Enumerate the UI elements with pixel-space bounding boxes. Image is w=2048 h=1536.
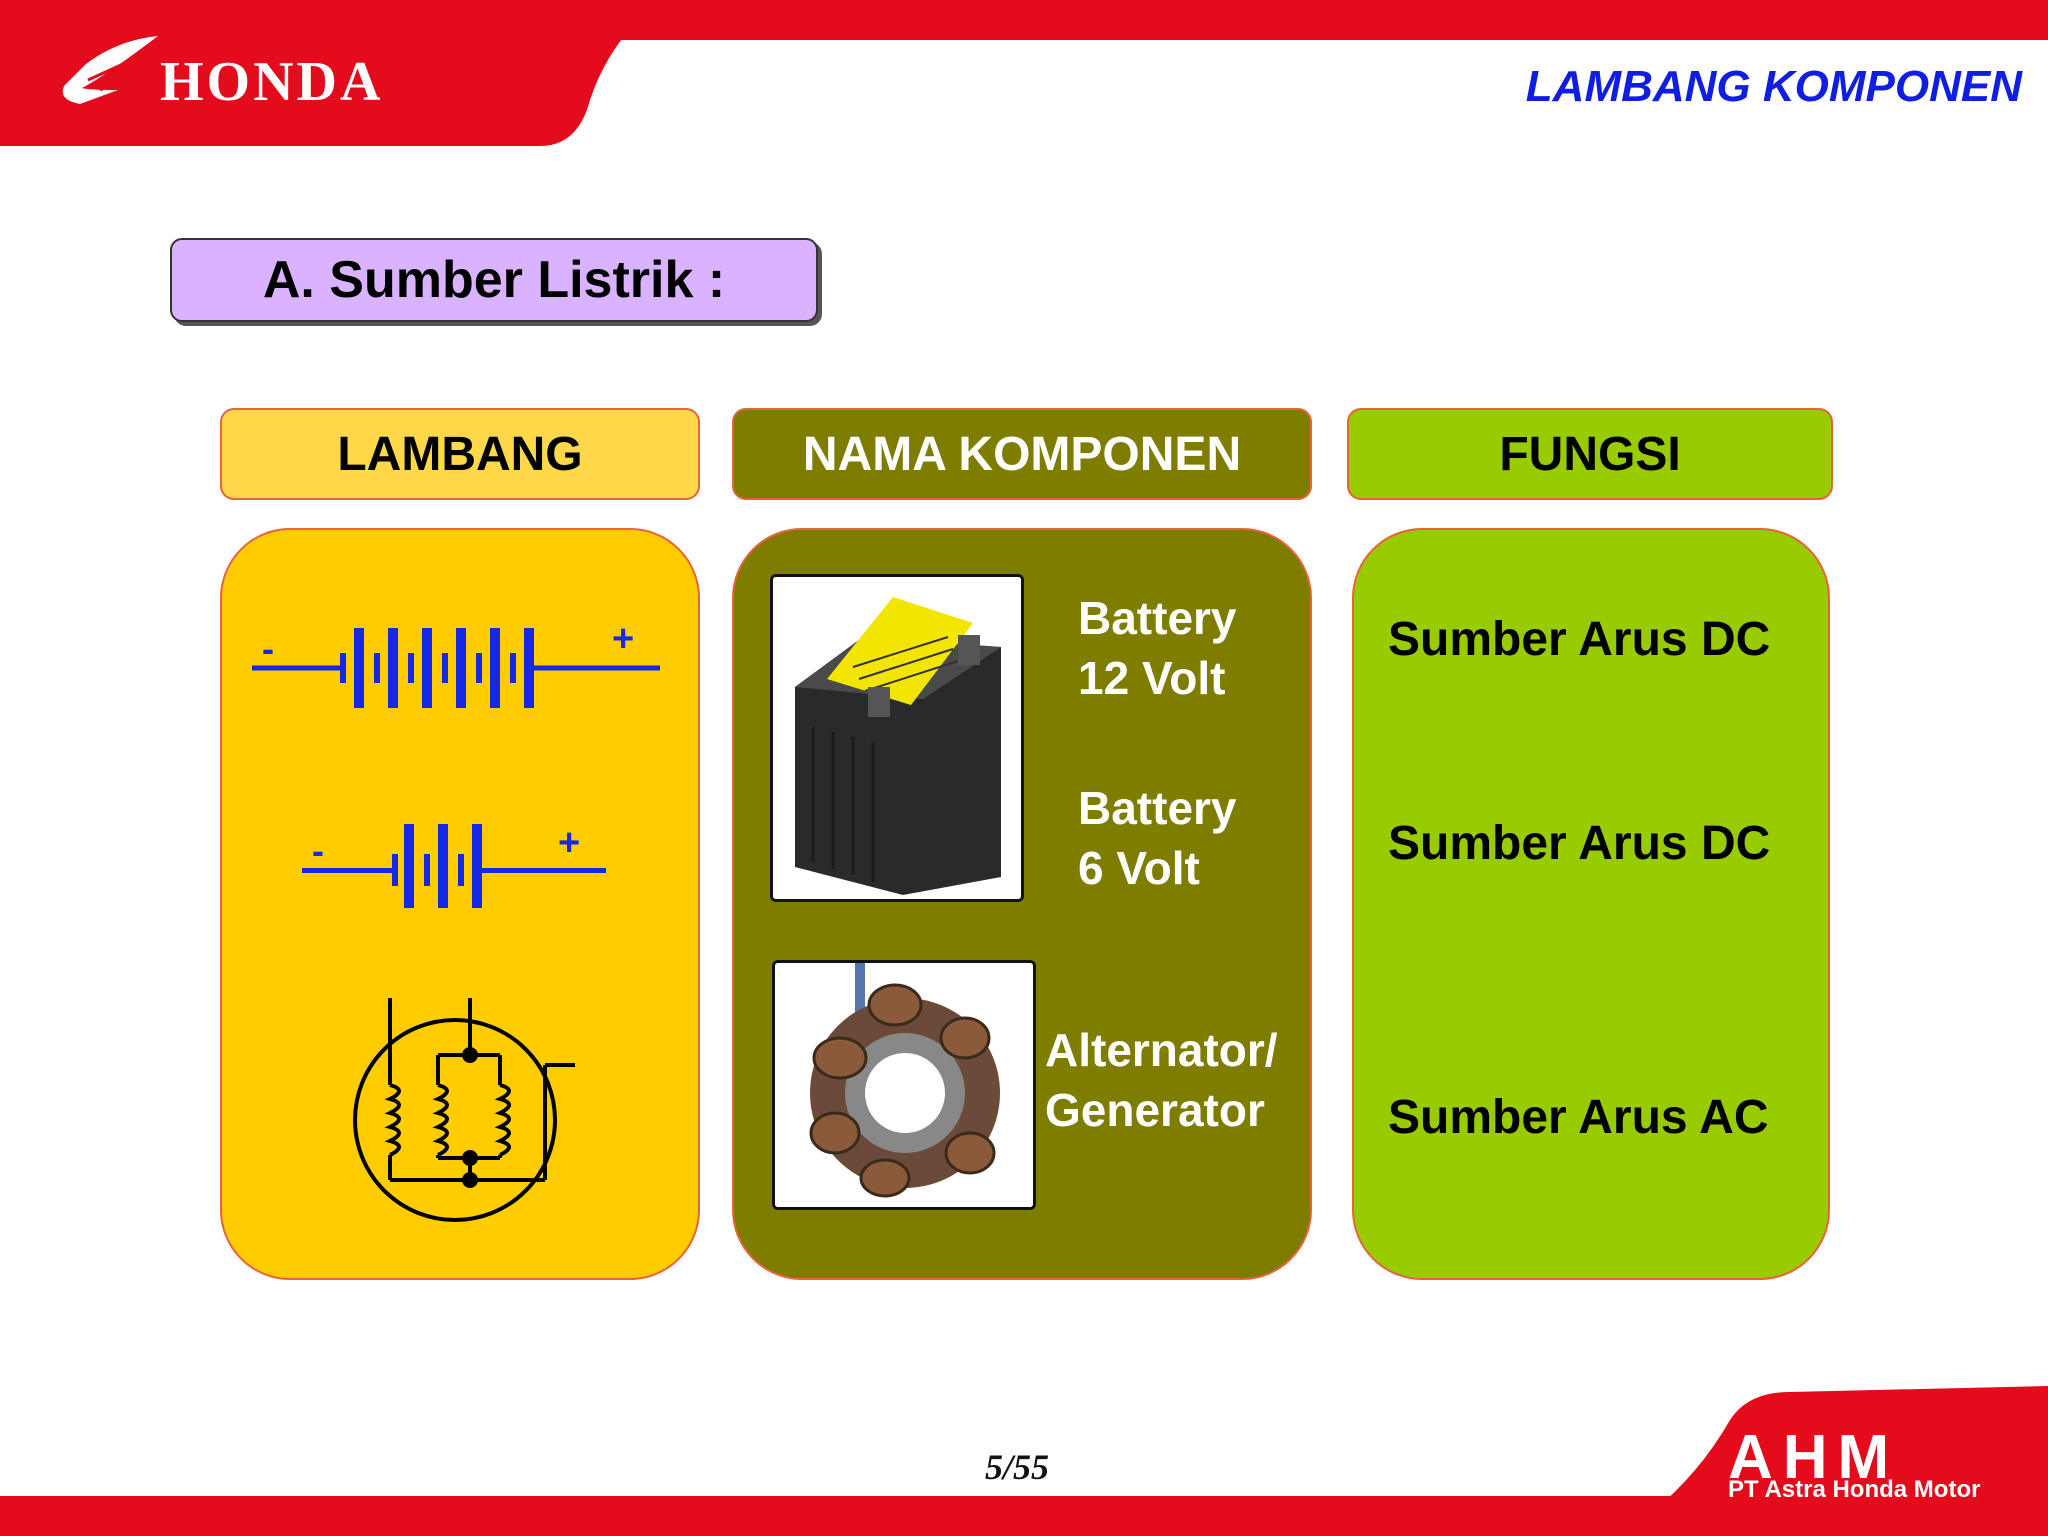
component-name-line: 12 Volt — [1078, 652, 1226, 704]
component-name-alternator: Alternator/ Generator — [1045, 1020, 1278, 1140]
fungsi-battery-6v: Sumber Arus DC — [1388, 817, 1771, 870]
battery-12v-symbol — [252, 628, 660, 708]
page-number: 5/55 — [985, 1447, 1050, 1487]
section-title: A. Sumber Listrik : — [170, 238, 818, 322]
header-banner — [0, 0, 2048, 146]
ahm-logo: AHM — [1728, 1423, 1900, 1492]
company-name: PT Astra Honda Motor — [1728, 1476, 1981, 1503]
battery-photo — [770, 574, 1024, 902]
minus-sign: - — [262, 628, 274, 669]
component-name-line: Alternator/ — [1045, 1024, 1278, 1076]
fungsi-column — [1352, 528, 1830, 1280]
component-name-line: Generator — [1045, 1084, 1265, 1136]
footer-banner — [0, 1386, 2048, 1536]
column-header-fungsi: FUNGSI — [1347, 408, 1833, 500]
alternator-image — [775, 963, 1033, 1207]
component-name-line: 6 Volt — [1078, 842, 1200, 894]
plus-sign: + — [558, 822, 581, 864]
honda-logo-text: HONDA — [160, 51, 384, 113]
alternator-symbol — [353, 998, 575, 1222]
fungsi-battery-12v: Sumber Arus DC — [1388, 613, 1771, 666]
fungsi-alternator: Sumber Arus AC — [1388, 1091, 1769, 1144]
component-name-battery-12v: Battery 12 Volt — [1078, 588, 1237, 708]
component-name-line: Battery — [1078, 782, 1237, 834]
component-name-line: Battery — [1078, 592, 1237, 644]
alternator-photo — [772, 960, 1036, 1210]
minus-sign: - — [312, 830, 324, 871]
battery-6v-symbol — [302, 824, 606, 908]
battery-image — [773, 577, 1021, 899]
plus-sign: + — [612, 618, 635, 660]
column-header-nama-komponen: NAMA KOMPONEN — [732, 408, 1312, 500]
column-header-lambang: LAMBANG — [220, 408, 700, 500]
page-heading: LAMBANG KOMPONEN — [1525, 62, 2022, 111]
honda-wing-icon — [62, 36, 158, 104]
component-name-battery-6v: Battery 6 Volt — [1078, 778, 1237, 898]
